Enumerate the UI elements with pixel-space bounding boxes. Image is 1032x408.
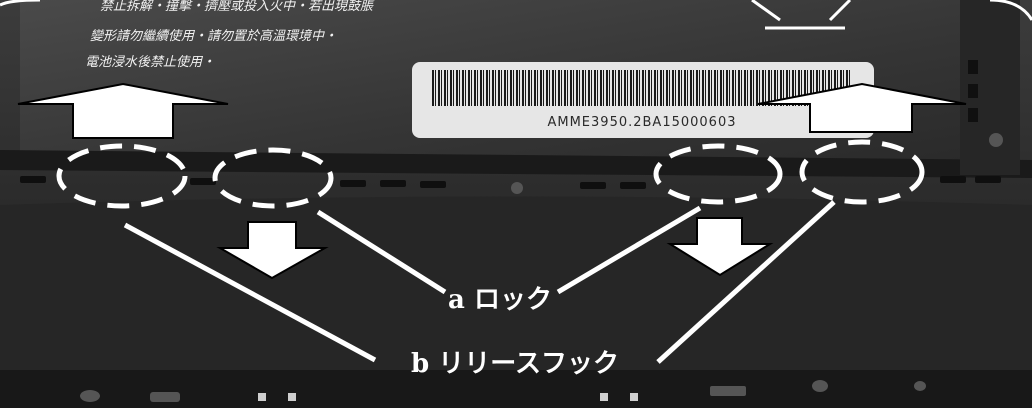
battery-well-edge: [0, 150, 1032, 178]
release-hook-left-circle: [56, 143, 188, 209]
corner-mark-right: [989, 0, 1032, 21]
highlight-circles: [56, 139, 925, 209]
down-arrow-right-icon: [666, 217, 774, 277]
barcode-number: AMME3950.2BA15000603: [547, 115, 736, 130]
center-screw: [511, 182, 523, 194]
barcode-label: AMME3950.2BA15000603: [412, 62, 874, 138]
battery-warning-line-2: 變形請勿繼續使用・請勿置於高溫環境中・: [90, 29, 337, 44]
lock-label: a ロック: [448, 285, 552, 315]
lock-leader-left: [316, 209, 447, 295]
up-arrow-right-icon: [757, 82, 967, 133]
vent-slots: [20, 176, 1001, 189]
lock-right-circle: [653, 143, 783, 205]
down-arrow-left-icon: [216, 221, 329, 280]
bottom-ports: [80, 380, 926, 402]
leader-lines: [123, 200, 836, 364]
corner-mark-left: [0, 0, 41, 7]
battery-warning-line-1: 禁止拆解・撞擊・擠壓或投入火中・若出現鼓脹: [100, 0, 375, 14]
release-leader-left: [123, 222, 377, 363]
battery-warning-line-3: 電池浸水後禁止使用・: [85, 55, 215, 70]
release-hook-right-circle: [799, 139, 925, 205]
lock-left-circle: [212, 147, 334, 209]
up-arrow-left-icon: [17, 82, 229, 139]
lock-leader-right: [556, 205, 702, 295]
rail-slots: [968, 60, 978, 122]
release-hook-label: b リリースフック: [411, 349, 619, 379]
screw: [989, 133, 1003, 147]
recycle-mark: [751, 0, 852, 30]
release-leader-right: [656, 200, 836, 364]
